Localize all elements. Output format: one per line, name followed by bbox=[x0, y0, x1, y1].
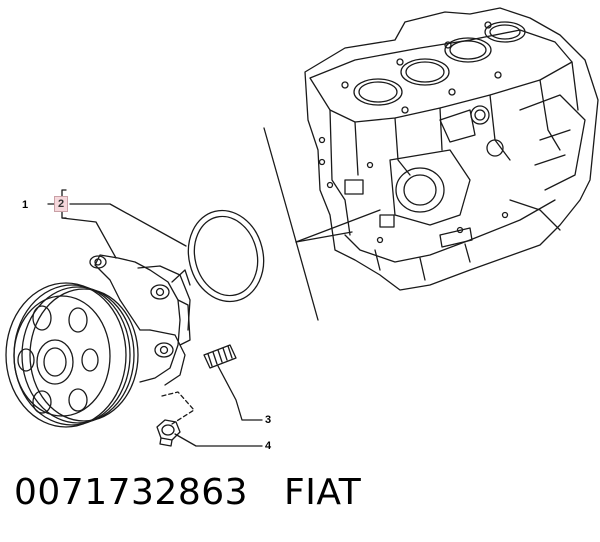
callout-label-1: 1 bbox=[22, 199, 29, 211]
callout-2-leader bbox=[69, 203, 187, 247]
engine-block-illustration bbox=[304, 7, 599, 291]
engine-location-leader-line bbox=[263, 127, 319, 321]
callout-3-leader bbox=[217, 365, 263, 421]
nut-illustration bbox=[156, 419, 181, 447]
callout-label-4: 4 bbox=[265, 440, 272, 452]
water-pump-illustration bbox=[5, 254, 191, 428]
part-caption: 0071732863 FIAT bbox=[14, 472, 361, 513]
part-number: 0071732863 bbox=[14, 472, 249, 513]
engine-location-pointer-line bbox=[295, 209, 381, 243]
callout-4-leader bbox=[174, 433, 263, 447]
gasket-ring-illustration bbox=[187, 209, 265, 303]
stud-bolt-illustration bbox=[203, 344, 237, 369]
engine-location-pointer-line-2 bbox=[295, 231, 353, 243]
callout-label-2: 2 bbox=[54, 196, 68, 212]
brand-name: FIAT bbox=[284, 472, 362, 513]
assembly-dashed-line bbox=[161, 391, 195, 425]
callout-1-leader bbox=[61, 217, 117, 259]
callout-label-3: 3 bbox=[265, 414, 272, 426]
